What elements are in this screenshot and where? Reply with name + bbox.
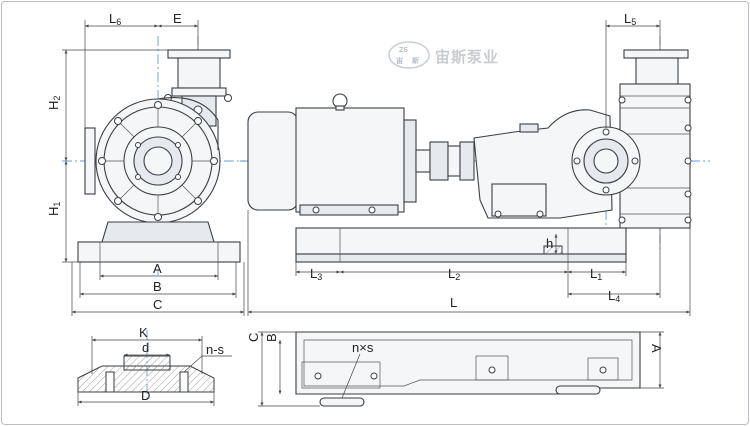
side-view (240, 20, 710, 316)
coupling-half-1 (429, 141, 449, 181)
label-c-front: C (153, 297, 162, 312)
foot-hole-right (179, 371, 189, 393)
discharge-collar (171, 87, 227, 97)
label-h2: H2 (46, 96, 62, 110)
label-b-front: B (153, 279, 162, 294)
volute-tongue (157, 97, 219, 150)
discharge-flange (167, 49, 231, 59)
oil-cap (519, 123, 539, 133)
side-discharge-flange (623, 49, 689, 59)
label-l3: L3 (310, 266, 322, 282)
motor-mount-area (301, 361, 381, 389)
pump-base-plate (77, 241, 241, 263)
base-plan-view (258, 331, 664, 407)
front-view (62, 20, 245, 316)
logo-ring (388, 41, 430, 69)
collar-bolt-right (224, 94, 232, 102)
brand-logo: ZS 宙 斯 (388, 41, 430, 69)
label-l: L (450, 295, 457, 310)
label-h: h (546, 236, 553, 251)
foot-boss (123, 355, 171, 371)
suction-eye (143, 146, 173, 176)
inlet-flange-edge (84, 127, 96, 195)
anchor-slot-right (555, 385, 601, 395)
casing-ribs (104, 107, 212, 215)
nxs-leader (341, 353, 361, 399)
label-l5: L5 (624, 11, 636, 27)
label-h1: H1 (46, 202, 62, 216)
baseplate-bottom (295, 253, 627, 263)
casing-bolts (98, 101, 218, 221)
logo-letters: ZS (399, 47, 408, 54)
label-ns: n-s (206, 342, 225, 357)
discharge-pipe (177, 57, 221, 89)
label-d-small: d (142, 340, 149, 355)
motor-body (295, 107, 405, 213)
casing-tie-rods (620, 95, 690, 215)
label-l1: L1 (590, 266, 602, 282)
motor-flange (403, 119, 417, 203)
label-d-big: D (141, 388, 150, 403)
foot-detail (77, 330, 232, 406)
pump-pedestal (101, 221, 215, 243)
coupling-half-2 (459, 141, 475, 181)
side-casing-bolts (618, 96, 692, 224)
shim-pad (543, 245, 563, 255)
base-rib (99, 241, 219, 263)
logo-sub-1: 宙 (396, 56, 403, 65)
motor-shaft (415, 149, 431, 173)
side-suction-bore (593, 148, 619, 174)
bracket-support (491, 183, 547, 217)
bracket-mount-area (475, 355, 509, 381)
label-e: E (173, 11, 182, 26)
label-a-front: A (153, 261, 162, 276)
motor-end-cap (247, 111, 299, 211)
label-k: K (139, 325, 148, 340)
pump-mount-area (587, 357, 619, 381)
label-b-plan: B (264, 333, 279, 342)
label-l6: L6 (109, 11, 121, 27)
foot-hole-left (105, 371, 115, 393)
suction-flange-bolts (573, 128, 639, 194)
logo-sub-2: 斯 (412, 56, 419, 65)
coupling-spider (447, 145, 461, 177)
label-l4: L4 (608, 288, 620, 304)
label-c-plan: C (246, 333, 261, 342)
label-a-plan: A (649, 344, 664, 353)
base-plan-bolts (314, 366, 607, 380)
label-nxs: n×s (352, 340, 374, 355)
base-plan-inner (303, 339, 633, 387)
brand-name: 宙斯泵业 (435, 48, 499, 66)
anchor-slot-left (319, 397, 365, 407)
motor-foot (299, 204, 399, 216)
label-l2: L2 (448, 266, 460, 282)
side-discharge-pipe (635, 57, 679, 85)
common-baseplate (295, 227, 627, 255)
